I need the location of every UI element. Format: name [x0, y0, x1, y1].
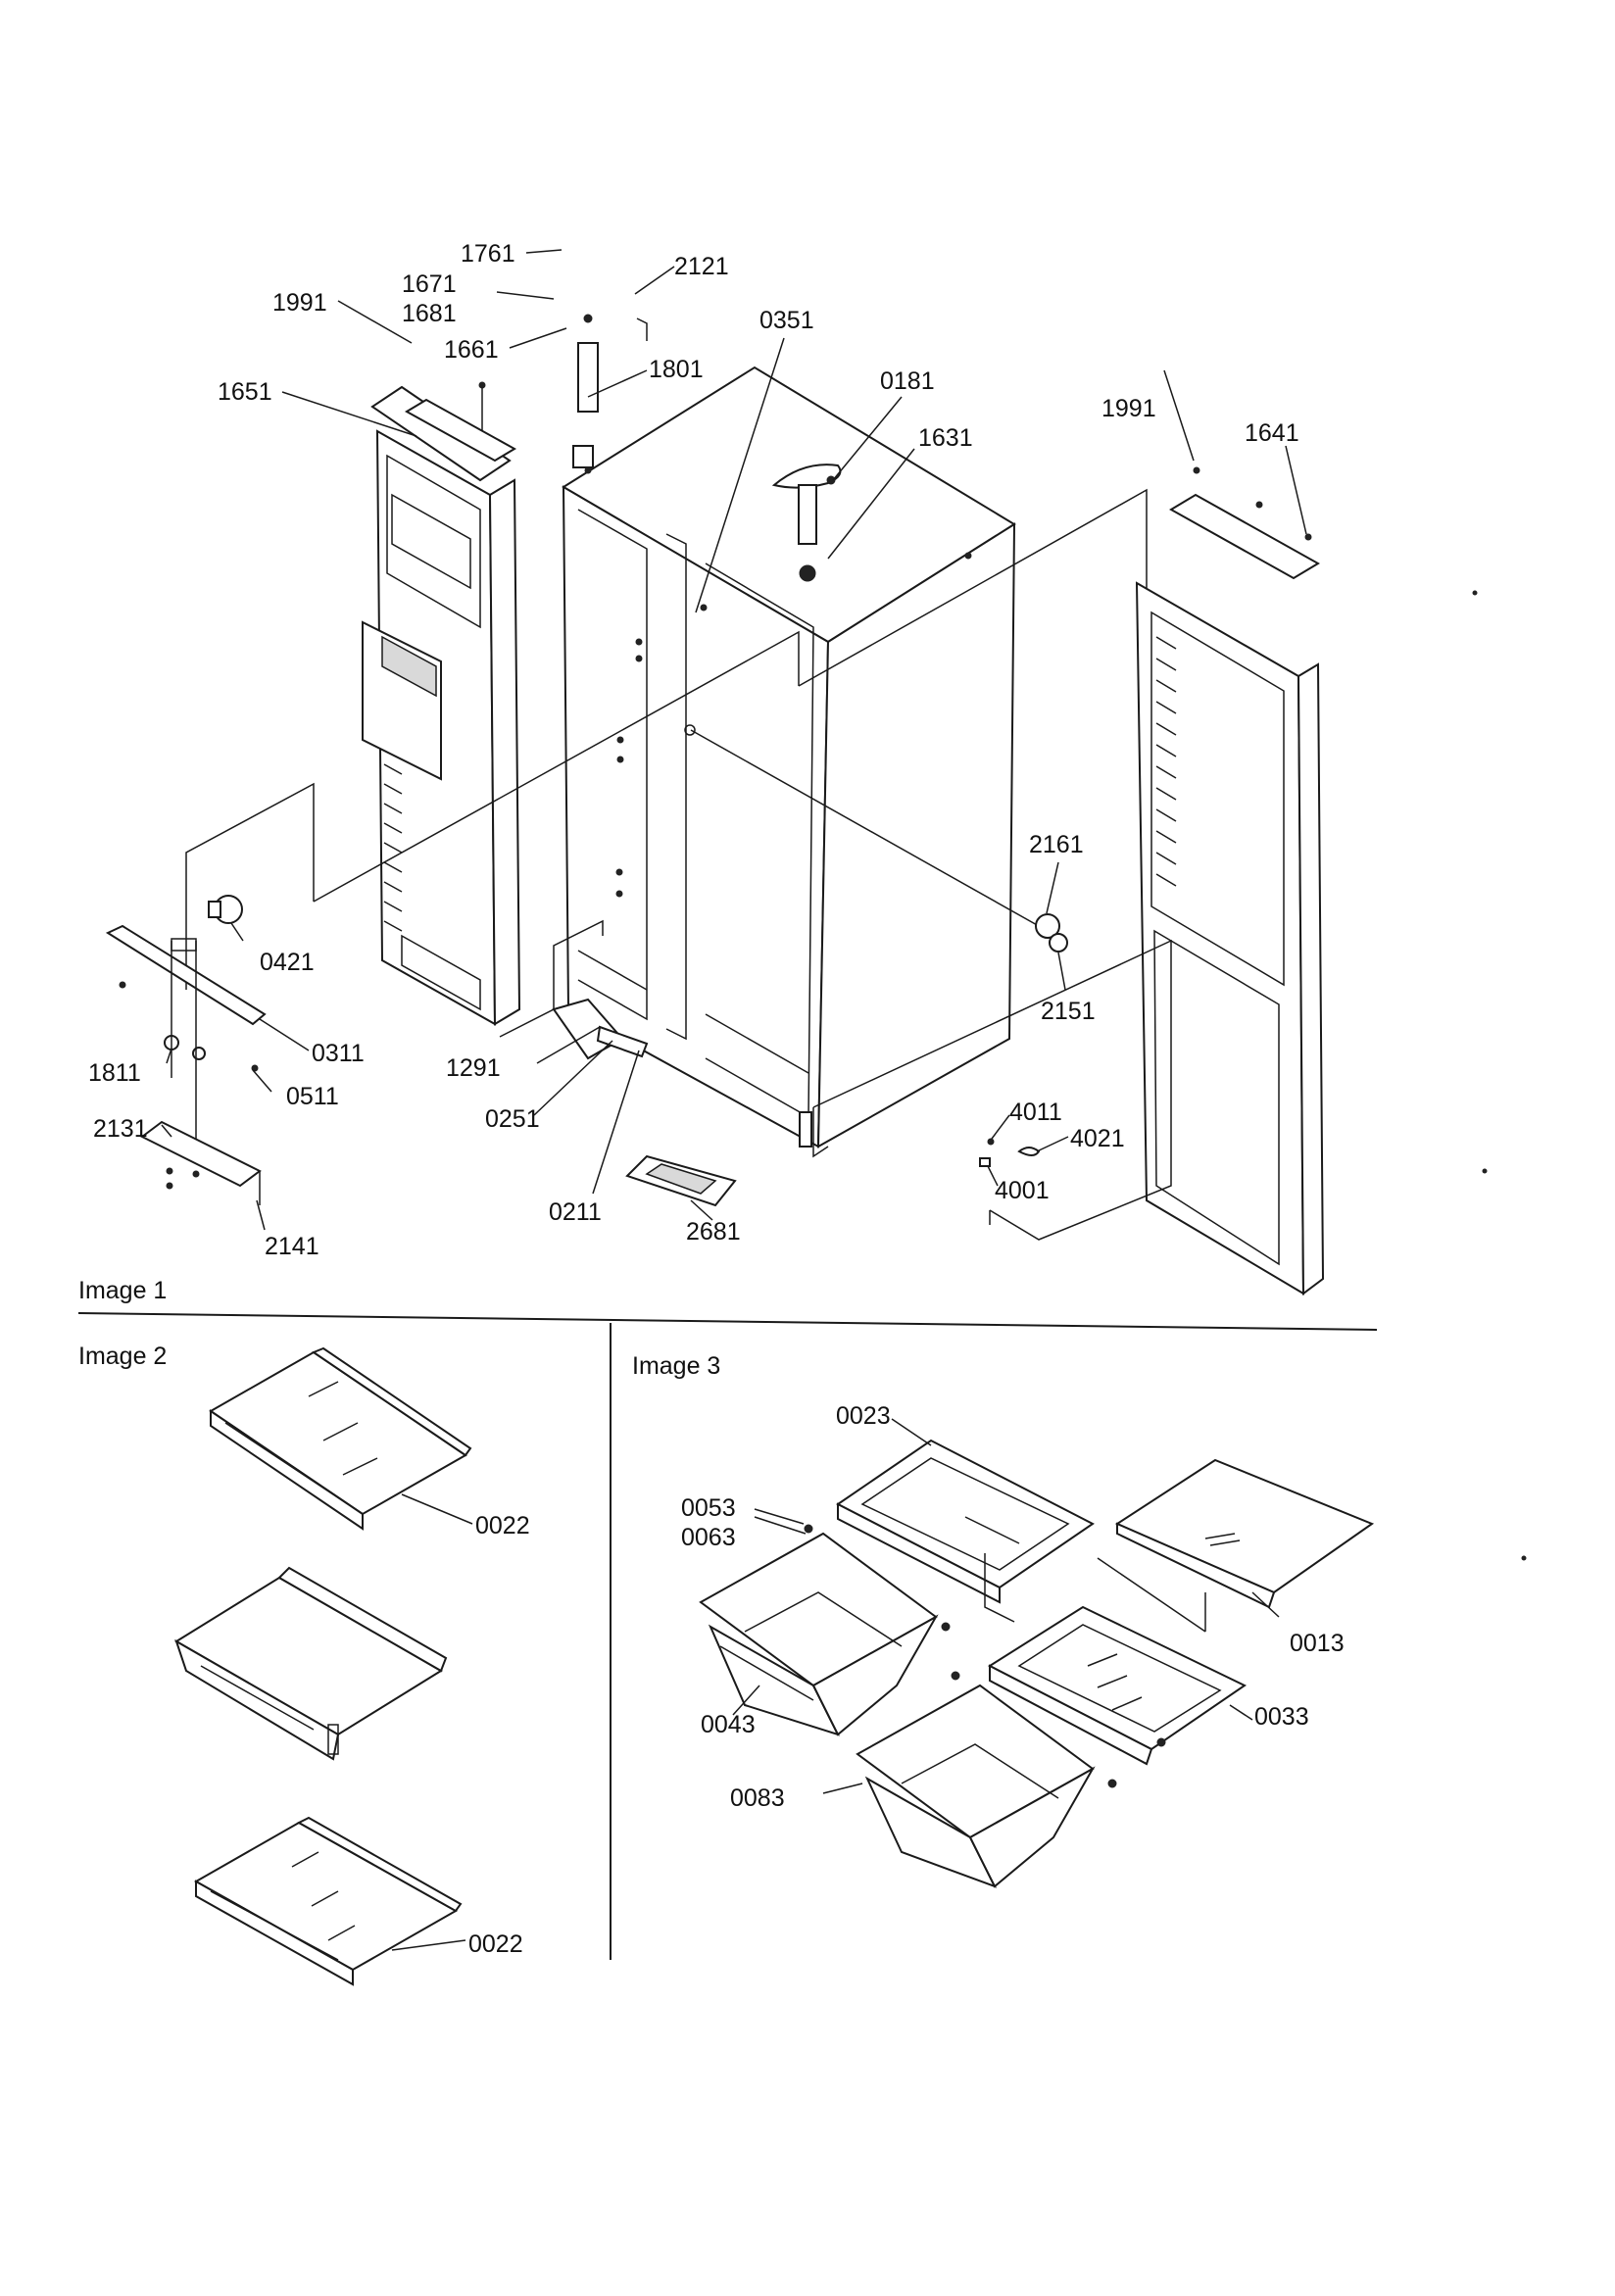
label-0023: 0023 [836, 1402, 891, 1430]
top-trim-1641 [1169, 493, 1320, 580]
glass-shelf [1097, 1458, 1375, 1633]
label-0351: 0351 [759, 307, 814, 334]
label-1811: 1811 [88, 1059, 141, 1087]
caption-image-3: Image 3 [632, 1352, 720, 1380]
lower-cabinet-parts [552, 913, 1068, 1207]
part-0251 [596, 1025, 649, 1058]
label-1681: 1681 [402, 300, 457, 327]
crisper-drawer-right [856, 1671, 1117, 1888]
label-2161: 2161 [1029, 831, 1084, 858]
label-4021: 4021 [1070, 1125, 1125, 1152]
right-door [1135, 466, 1325, 1295]
caption-image-1: Image 1 [78, 1277, 167, 1304]
label-0421: 0421 [260, 949, 315, 976]
label-0251: 0251 [485, 1105, 540, 1133]
speck [1482, 1168, 1488, 1174]
crisper-cover-top [836, 1439, 1095, 1623]
label-1761: 1761 [461, 240, 515, 268]
label-1991-right: 1991 [1101, 395, 1156, 422]
label-1801: 1801 [649, 356, 704, 383]
image2-shelves [174, 1346, 473, 1986]
bracket-0311 [105, 924, 267, 1026]
image2-labels: 0022 0022 [468, 1512, 530, 1958]
bracket-2131 [140, 1120, 262, 1188]
label-1631: 1631 [918, 424, 973, 452]
speck [1521, 1555, 1527, 1561]
image1-labels: 1761 1671 1681 1661 2121 1991 1651 1801 … [88, 240, 1299, 1260]
label-0211: 0211 [549, 1198, 602, 1226]
label-0022-bottom: 0022 [468, 1930, 523, 1958]
label-0043: 0043 [701, 1711, 756, 1738]
left-door [362, 381, 521, 1026]
top-trim-1651 [405, 398, 516, 463]
label-2131: 2131 [93, 1115, 148, 1143]
section-divider-horizontal [77, 1312, 1378, 1331]
label-0013: 0013 [1290, 1630, 1345, 1657]
label-leaders [161, 249, 1307, 1231]
part-4001 [979, 1157, 991, 1167]
image3-leaders [732, 1418, 1280, 1794]
label-2141: 2141 [265, 1233, 319, 1260]
label-0083: 0083 [730, 1784, 785, 1812]
part-2161 [1035, 913, 1060, 939]
image3-crispers [699, 1439, 1375, 1888]
caption-image-2: Image 2 [78, 1343, 167, 1370]
label-4011: 4011 [1009, 1099, 1062, 1126]
label-1641: 1641 [1245, 419, 1299, 447]
label-0033: 0033 [1254, 1703, 1309, 1731]
label-0053: 0053 [681, 1494, 736, 1522]
speck [1472, 590, 1478, 596]
image3-labels: 0023 0053 0063 0013 0043 0033 0083 [681, 1402, 1345, 1812]
label-0511: 0511 [286, 1083, 339, 1110]
label-1661: 1661 [444, 336, 499, 364]
image-captions: Image 1 Image 2 Image 3 [78, 1277, 720, 1380]
label-2151: 2151 [1041, 998, 1096, 1025]
label-1991-left: 1991 [272, 289, 327, 317]
part-2151 [1049, 933, 1068, 953]
label-2681: 2681 [686, 1218, 741, 1246]
label-0063: 0063 [681, 1524, 736, 1551]
shelf-bottom [193, 1816, 463, 1986]
label-2121: 2121 [674, 253, 729, 280]
label-0311: 0311 [312, 1040, 365, 1067]
shelf-middle [174, 1566, 448, 1761]
shelf-top [209, 1346, 472, 1531]
label-1291: 1291 [446, 1054, 501, 1082]
label-1671: 1671 [402, 270, 457, 298]
label-0181: 0181 [880, 367, 935, 395]
assembly-lines [185, 318, 1172, 1241]
label-1651: 1651 [218, 378, 272, 406]
label-4001: 4001 [995, 1177, 1050, 1204]
lower-left-parts [105, 895, 267, 1205]
label-0022-top: 0022 [475, 1512, 530, 1539]
crisper-cover-bottom [987, 1605, 1247, 1766]
crisper-drawer-left [699, 1524, 951, 1736]
part-4021 [1017, 1147, 1041, 1156]
